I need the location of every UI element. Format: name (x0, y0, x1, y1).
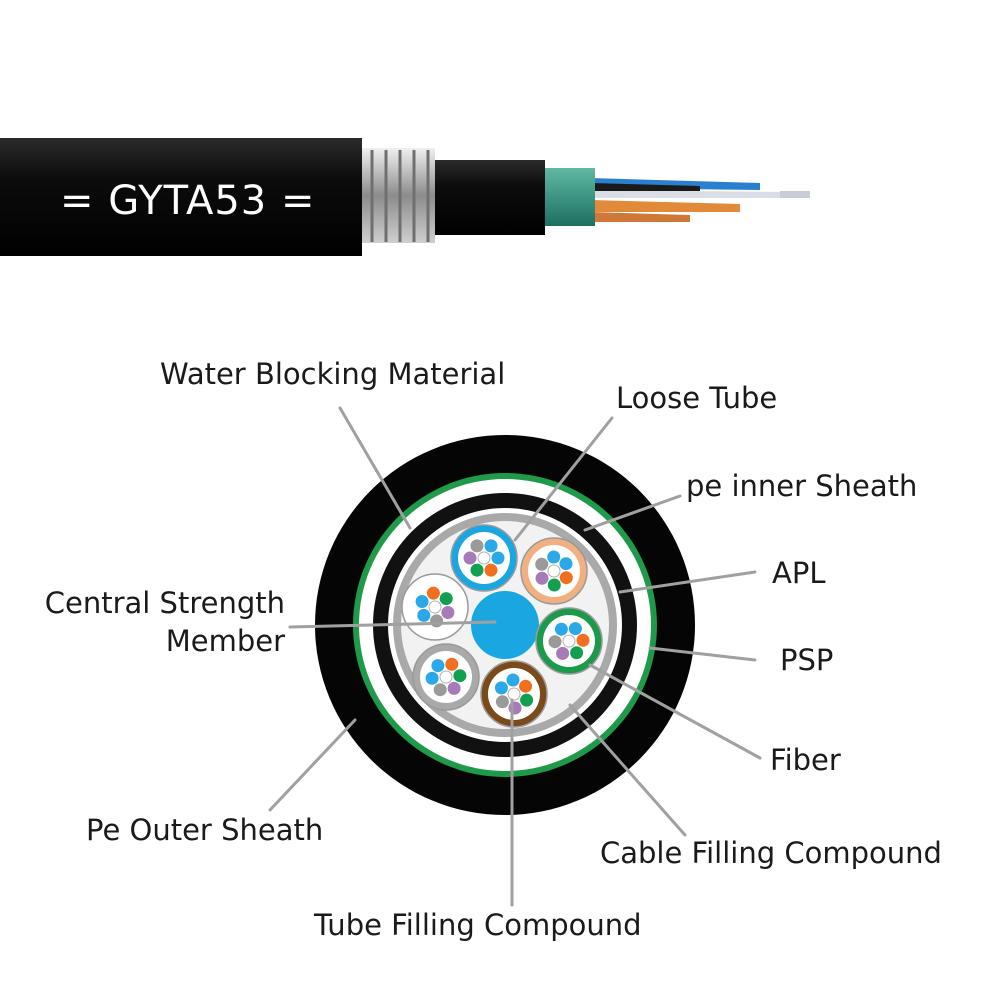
label-cable-filling-compound: Cable Filling Compound (600, 836, 942, 870)
loose-tube (535, 607, 603, 675)
outer-jacket (0, 138, 362, 256)
cable-model-label: = GYTA53 = (60, 178, 316, 224)
fiber (520, 693, 534, 707)
labels: Water Blocking Material Loose Tube pe in… (45, 357, 942, 942)
fiber (576, 633, 590, 647)
loose-tubes (401, 524, 603, 728)
fiber (508, 701, 522, 715)
loose-tube (480, 660, 548, 728)
label-water-blocking-material: Water Blocking Material (160, 357, 505, 391)
leader-central-strength-member (288, 620, 497, 629)
fiber (554, 622, 568, 636)
loose-tube (412, 643, 480, 711)
fiber (463, 551, 477, 565)
fiber (556, 646, 570, 660)
fiber (439, 670, 453, 684)
loose-tube (450, 524, 518, 592)
fiber-bundle (590, 178, 810, 222)
leader-apl (618, 570, 757, 594)
fiber (431, 659, 445, 673)
leader-pe-inner-sheath (583, 494, 682, 532)
fiber (430, 614, 444, 628)
label-pe-inner-sheath: pe inner Sheath (686, 469, 917, 503)
fiber (447, 681, 461, 695)
fiber (494, 681, 508, 695)
fiber (562, 634, 576, 648)
fiber (547, 550, 561, 564)
fiber (535, 557, 549, 571)
fiber (548, 635, 562, 649)
fiber (559, 571, 573, 585)
fiber (417, 608, 431, 622)
fiber (491, 551, 505, 565)
fiber (428, 600, 442, 614)
fiber (470, 539, 484, 553)
fiber (547, 578, 561, 592)
label-loose-tube: Loose Tube (616, 381, 777, 415)
label-central-strength-member-line2: Member (166, 624, 285, 658)
fiber (445, 657, 459, 671)
cable-cross-section (315, 435, 695, 815)
fiber (495, 695, 509, 709)
leader-psp (648, 646, 757, 662)
label-psp: PSP (780, 643, 833, 677)
fiber (426, 586, 440, 600)
label-pe-outer-sheath: Pe Outer Sheath (86, 813, 323, 847)
fiber (425, 671, 439, 685)
fiber (484, 539, 498, 553)
fiber (535, 571, 549, 585)
fiber (439, 592, 453, 606)
label-central-strength-member-line1: Central Strength (45, 586, 285, 620)
corrugated-steel-tape (360, 148, 435, 243)
fiber (559, 557, 573, 571)
fiber (441, 606, 455, 619)
fiber (433, 683, 447, 697)
leader-fiber (588, 663, 762, 760)
apl-layer (540, 168, 595, 226)
label-fiber: Fiber (770, 743, 841, 777)
loose-tube (401, 573, 469, 641)
fiber (568, 622, 582, 636)
central-strength-member (471, 591, 539, 659)
fiber (415, 595, 429, 608)
fiber (507, 687, 521, 701)
fiber (506, 673, 520, 687)
fiber (484, 563, 498, 577)
leader-cable-filling-compound (568, 703, 687, 837)
fiber (570, 646, 584, 660)
fiber (477, 551, 491, 565)
fiber (470, 563, 484, 577)
inner-sheath-segment (430, 160, 545, 235)
leader-pe-outer-sheath (268, 718, 357, 812)
label-tube-filling-compound: Tube Filling Compound (313, 908, 642, 942)
loose-tube (520, 537, 588, 605)
bare-fibers (780, 191, 810, 198)
cable-side-view: = GYTA53 = (0, 138, 810, 256)
leader-loose-tube (513, 416, 614, 542)
fiber (519, 679, 533, 693)
label-apl: APL (772, 556, 825, 590)
leader-water-blocking (338, 406, 412, 530)
fiber (453, 669, 467, 683)
leader-lines (268, 406, 762, 907)
fiber (547, 564, 561, 578)
